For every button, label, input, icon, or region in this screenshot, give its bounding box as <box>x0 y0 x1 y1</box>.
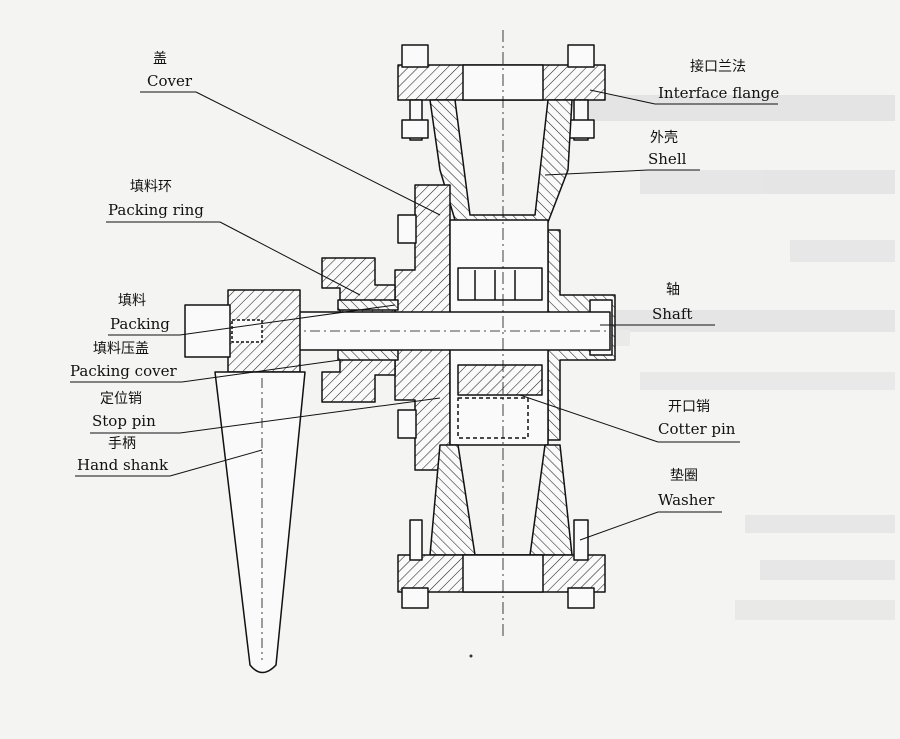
label-hand-shank-zh: 手柄 <box>108 436 136 452</box>
label-cotter-pin-zh: 开口销 <box>668 399 710 415</box>
label-packing-cover-zh: 填料压盖 <box>93 341 149 357</box>
label-cover-en: Cover <box>147 72 193 90</box>
leader-lines <box>70 89 778 541</box>
label-interface-flange-zh: 接口兰法 <box>690 59 746 75</box>
label-shaft-zh: 轴 <box>666 282 680 298</box>
label-shell-zh: 外壳 <box>650 130 678 146</box>
label-cover-zh: 盖 <box>153 51 167 67</box>
label-washer-zh: 垫圈 <box>670 468 698 484</box>
label-packing-ring-zh: 填料环 <box>130 179 172 195</box>
dot-mark <box>469 654 473 658</box>
label-interface-flange-en: Interface flange <box>658 84 780 102</box>
valve-body <box>184 44 616 674</box>
label-packing-zh: 填料 <box>118 293 146 309</box>
label-cotter-pin-en: Cotter pin <box>658 420 736 438</box>
label-washer-en: Washer <box>658 491 715 509</box>
label-packing-en: Packing <box>110 315 170 333</box>
label-hand-shank-en: Hand shank <box>77 456 169 474</box>
label-packing-ring-en: Packing ring <box>108 201 204 219</box>
label-shell-en: Shell <box>648 150 687 168</box>
label-shaft-en: Shaft <box>652 305 693 323</box>
label-stop-pin-en: Stop pin <box>92 412 156 430</box>
label-stop-pin-zh: 定位销 <box>100 391 142 407</box>
label-packing-cover-en: Packing cover <box>70 362 177 380</box>
